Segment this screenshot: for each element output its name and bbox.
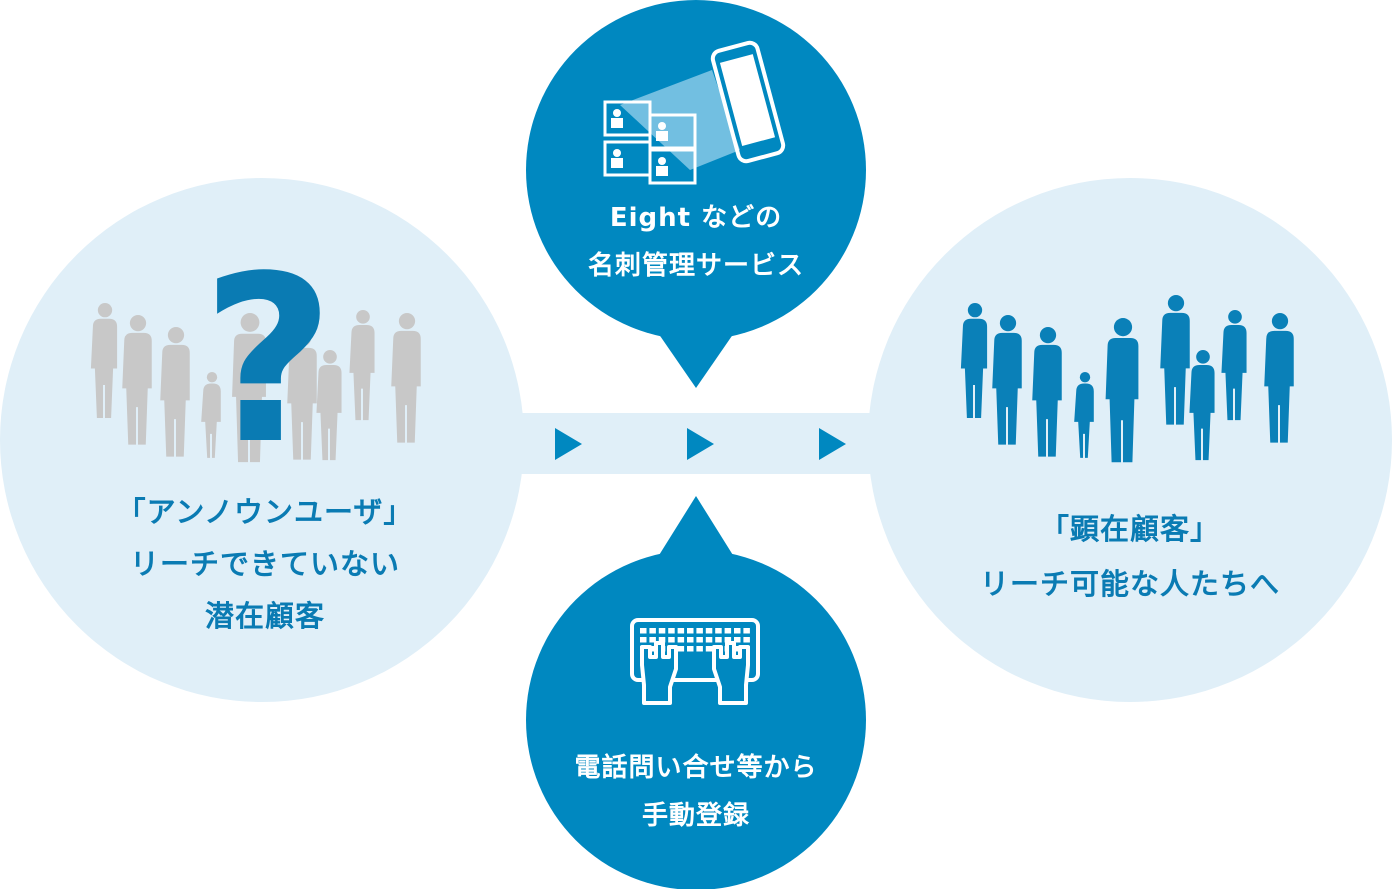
label-line: 手動登録 [641, 801, 750, 832]
key [734, 637, 741, 643]
key [715, 637, 722, 643]
person-silhouette [992, 315, 1022, 445]
person-silhouette [1189, 350, 1215, 461]
label-line: Eight などの [609, 203, 783, 233]
latent-customers-circle [0, 178, 524, 702]
key [687, 646, 694, 652]
arrow-right-icon [687, 428, 714, 460]
person-silhouette [201, 372, 221, 458]
person-silhouette [316, 350, 342, 461]
key [668, 628, 675, 634]
business-card-service-label: Eight などの 名刺管理サービス [540, 194, 852, 290]
blue-people-silhouettes [960, 295, 1294, 463]
gray-people-silhouettes [90, 303, 421, 463]
person-silhouette [232, 313, 266, 463]
key [677, 637, 685, 643]
latent-customers-label: 「アンノウンユーザ」 リーチできていない 潜在顧客 [40, 485, 490, 644]
key [724, 628, 732, 634]
key [640, 637, 647, 643]
label-line: 名刺管理サービス [587, 251, 804, 282]
key [705, 628, 713, 634]
key [668, 637, 675, 643]
manual-registration-label: 電話問い合せ等から 手動登録 [540, 744, 852, 840]
arrow-right-icon [555, 428, 582, 460]
person-silhouette [160, 327, 190, 457]
person-silhouette [1160, 295, 1190, 425]
key [734, 646, 741, 652]
key [640, 628, 647, 634]
key [705, 637, 713, 643]
bottom-speech-bubble [526, 496, 866, 889]
person-silhouette [1074, 372, 1094, 458]
key [649, 646, 656, 652]
business-card-scan-icon [603, 40, 786, 185]
person-silhouette [391, 313, 421, 443]
key [724, 637, 732, 643]
key [743, 628, 750, 634]
person-silhouette [1105, 318, 1139, 463]
key [687, 637, 694, 643]
key [696, 637, 703, 643]
key [649, 637, 656, 643]
person-silhouette [1264, 313, 1294, 443]
key [687, 628, 694, 634]
key [658, 637, 666, 643]
key [705, 646, 713, 652]
question-mark-icon: ? [201, 228, 334, 495]
label-line: 潜在顧客 [204, 599, 325, 634]
key [696, 646, 703, 652]
key [743, 637, 750, 643]
potential-customers-label: 「顕在顧客」 リーチ可能な人たちへ [900, 502, 1360, 612]
label-line: リーチ可能な人たちへ [979, 567, 1280, 602]
person-silhouette [90, 303, 118, 419]
label-line: 電話問い合せ等から [574, 753, 818, 783]
key [734, 628, 741, 634]
key [715, 628, 722, 634]
label-line: 「顕在顧客」 [1039, 512, 1220, 546]
person-silhouette [122, 315, 152, 445]
label-line: 「アンノウンユーザ」 [116, 495, 414, 529]
label-line: リーチできていない [129, 547, 400, 582]
person-silhouette [349, 310, 375, 421]
person-silhouette [287, 330, 317, 460]
person-silhouette [1032, 327, 1062, 457]
arrow-right-icon [819, 428, 846, 460]
key [649, 628, 656, 634]
person-silhouette [1221, 310, 1247, 421]
key [696, 628, 703, 634]
key [677, 628, 685, 634]
keyboard-typing-icon [630, 618, 760, 705]
key [658, 628, 666, 634]
person-silhouette [960, 303, 988, 419]
key [677, 646, 685, 652]
